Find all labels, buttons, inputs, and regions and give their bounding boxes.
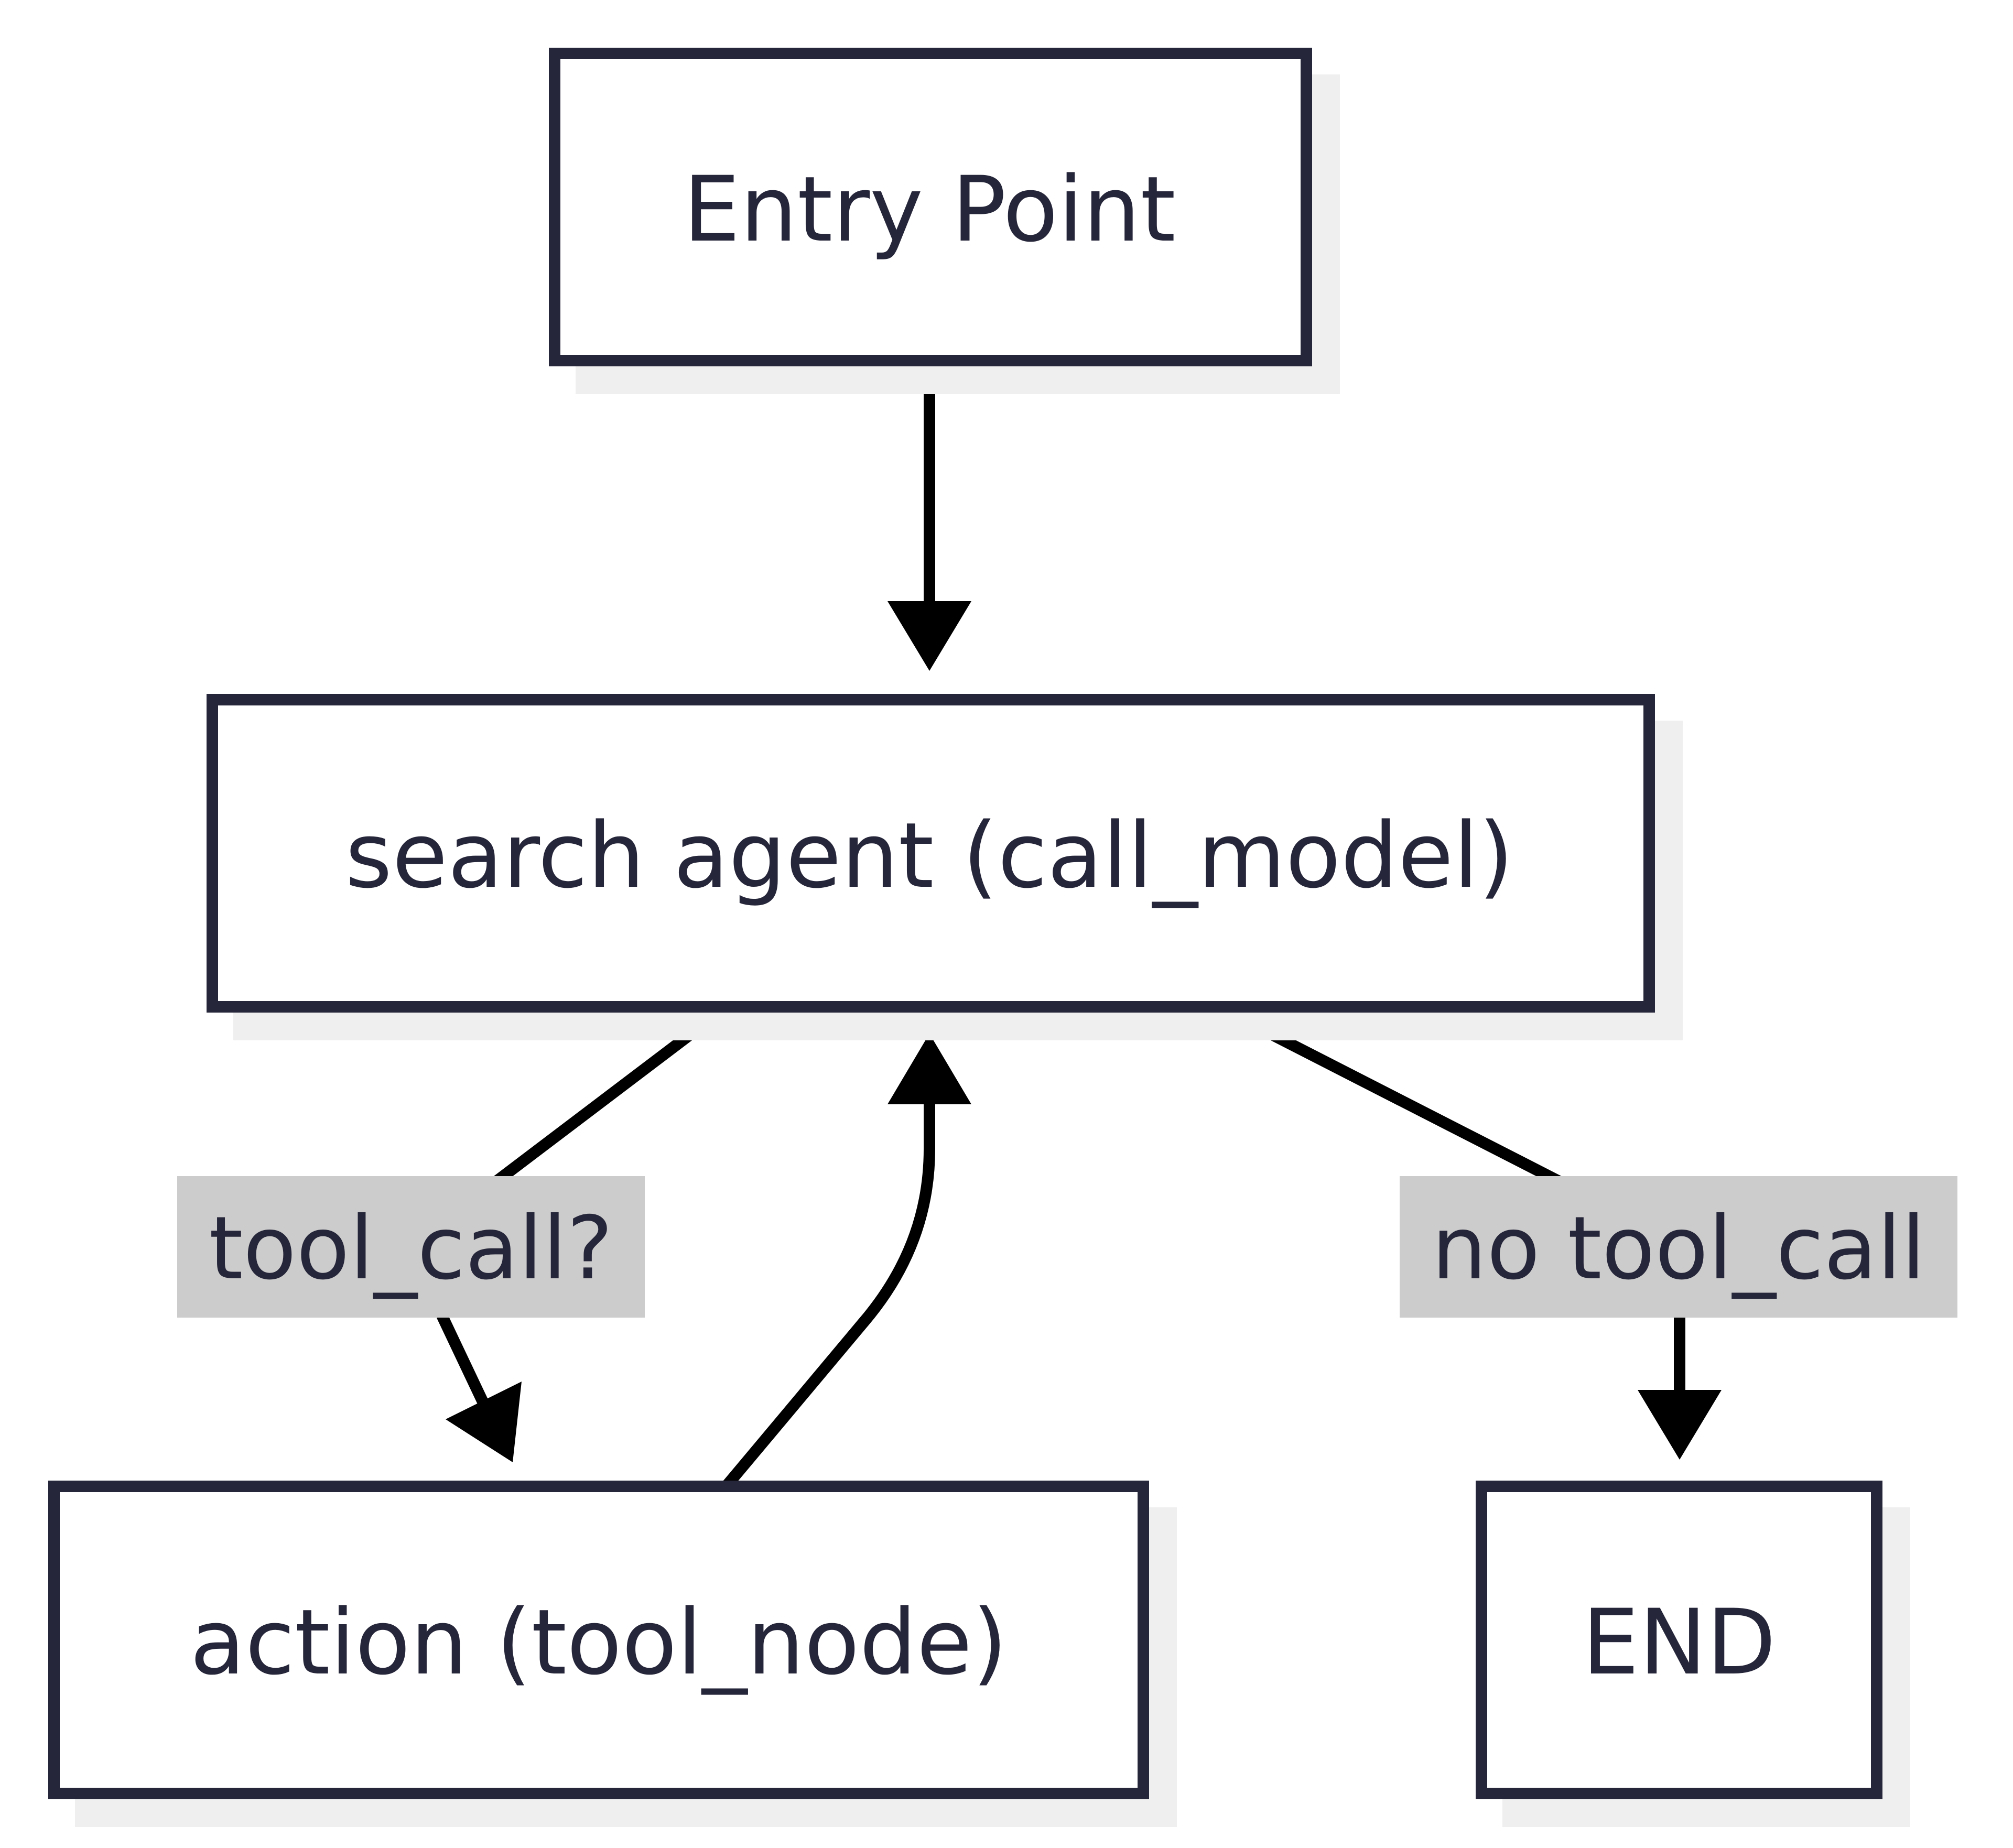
edge-label-background bbox=[177, 1176, 645, 1318]
node-search-agent: search agent (call_model) bbox=[207, 694, 1683, 1040]
edge-line bbox=[721, 1098, 935, 1491]
edge-label-no-tool-call: no tool_call bbox=[1400, 1176, 1957, 1318]
node-box bbox=[549, 48, 1312, 366]
edge-label-text: tool_call? bbox=[209, 1198, 613, 1299]
arrowhead-down bbox=[1638, 1390, 1722, 1460]
node-box bbox=[48, 1481, 1149, 1799]
edge-line bbox=[437, 1313, 490, 1409]
arrowhead-up bbox=[888, 1034, 971, 1104]
node-end: END bbox=[1476, 1481, 1910, 1827]
edge-label-tool-call: tool_call? bbox=[177, 1176, 645, 1318]
edge-label-background bbox=[1400, 1176, 1957, 1318]
edge-label-text: no tool_call bbox=[1432, 1198, 1925, 1299]
node-label: Entry Point bbox=[683, 157, 1175, 262]
node-label: search agent (call_model) bbox=[345, 803, 1514, 908]
node-action: action (tool_node) bbox=[48, 1481, 1177, 1827]
node-box bbox=[1476, 1481, 1882, 1799]
arrowhead-down bbox=[888, 601, 971, 671]
edge-action-to-agent bbox=[721, 1034, 971, 1491]
node-box bbox=[207, 694, 1655, 1013]
node-label: action (tool_node) bbox=[190, 1590, 1007, 1695]
node-entry-point: Entry Point bbox=[549, 48, 1340, 394]
node-label: END bbox=[1582, 1590, 1776, 1695]
edge-entry-to-agent bbox=[888, 364, 971, 671]
arrowhead-down bbox=[446, 1382, 522, 1462]
